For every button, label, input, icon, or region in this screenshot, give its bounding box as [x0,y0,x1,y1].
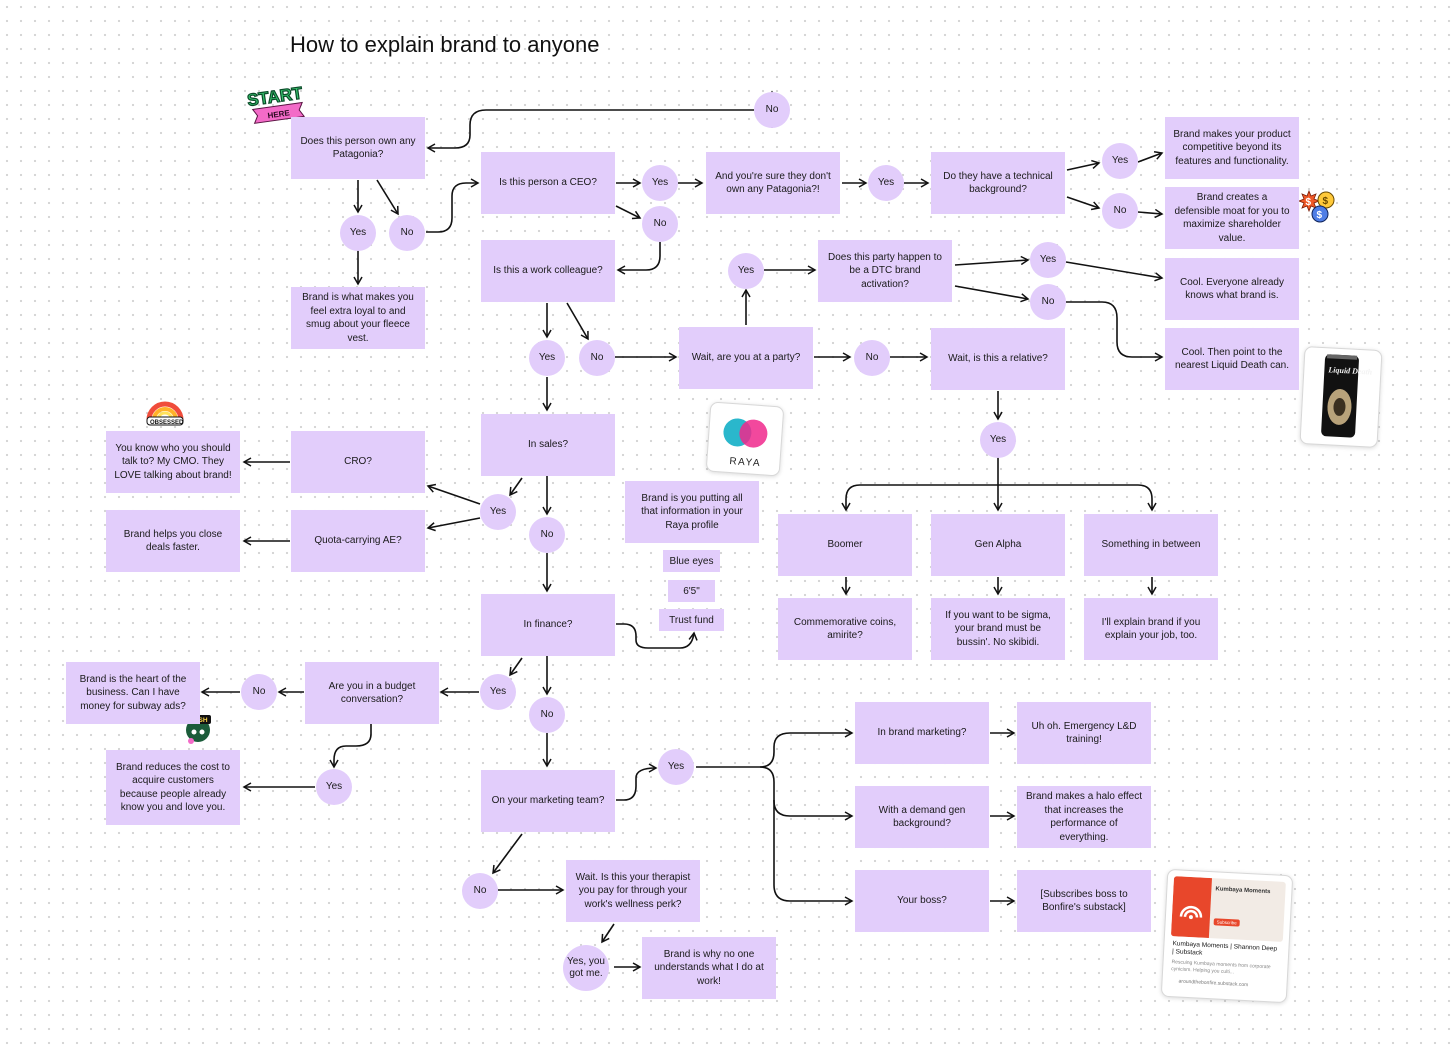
answer-no: No [462,873,498,909]
rainbow-icon: OBSESSED [146,401,184,426]
node-subscribes: [Subscribes boss to Bonfire's substack] [1017,870,1151,932]
node-cool-everyone: Cool. Everyone already knows what brand … [1165,258,1299,320]
node-coins: Commemorative coins, amirite? [778,598,912,660]
answer-no: No [1030,284,1066,320]
substack-subscribe-button[interactable]: Subscribe [1213,918,1240,927]
node-boss: Your boss? [855,870,989,932]
substack-logo-tile [1170,876,1213,939]
answer-yes: Yes [1102,143,1138,179]
node-raya-profile: Brand is you putting all that informatio… [625,481,759,543]
page-title: How to explain brand to anyone [290,32,600,57]
node-emergency: Uh oh. Emergency L&D training! [1017,702,1151,764]
node-budget: Are you in a budget conversation? [305,662,439,724]
svg-text:$: $ [1306,197,1312,208]
answer-no: No [529,517,565,553]
answer-no: No [642,206,678,242]
node-brand-moat: Brand creates a defensible moat for you … [1165,187,1299,249]
substack-card-title: Kumbaya Moments [1215,886,1271,896]
dollar-coins-icon: $ $ $ [1297,189,1335,223]
node-brand-loyal: Brand is what makes you feel extra loyal… [291,287,425,349]
substack-card-image: Kumbaya Moments Subscribe [1170,876,1286,942]
node-reduces-cost: Brand reduces the cost to acquire custom… [106,750,240,825]
node-quota: Quota-carrying AE? [291,510,425,572]
svg-text:OBSESSED: OBSESSED [150,420,184,426]
chip-blue-eyes: Blue eyes [663,550,720,572]
answer-yes: Yes [642,165,678,201]
node-close-deals: Brand helps you close deals faster. [106,510,240,572]
node-colleague: Is this a work colleague? [481,240,615,302]
node-cmo: You know who you should talk to? My CMO.… [106,431,240,493]
answer-yes: Yes [529,340,565,376]
node-ceo: Is this person a CEO? [481,152,615,214]
node-explain-job: I'll explain brand if you explain your j… [1084,598,1218,660]
substack-card-heading: Kumbaya Moments | Shannon Deep | Substac… [1171,940,1278,957]
substack-link-card[interactable]: Kumbaya Moments Subscribe Kumbaya Moment… [1160,868,1294,1004]
node-cool-liquid: Cool. Then point to the nearest Liquid D… [1165,328,1299,390]
node-brand-marketing: In brand marketing? [855,702,989,764]
answer-no: No [854,340,890,376]
node-between: Something in between [1084,514,1218,576]
answer-no: No [1102,193,1138,229]
answer-yes: Yes [980,422,1016,458]
node-sigma: If you want to be sigma, your brand must… [931,598,1065,660]
answer-yes: Yes [1030,242,1066,278]
answer-yes: Yes [868,165,904,201]
node-finance: In finance? [481,594,615,656]
node-sales: In sales? [481,414,615,476]
node-relative: Wait, is this a relative? [931,328,1065,390]
node-brand-product: Brand makes your product competitive bey… [1165,117,1299,179]
chip-height: 6'5" [668,580,715,602]
svg-text:Liquid Death: Liquid Death [1327,365,1373,376]
raya-logo-icon: RAYA [723,418,768,469]
liquid-death-can-icon: Liquid Death [1321,354,1373,438]
bonfire-logo-icon [1179,905,1203,920]
node-gen-alpha: Gen Alpha [931,514,1065,576]
substack-card-description: Rescuing Kumbaya moments from corporate … [1171,959,1271,975]
answer-yes: Yes [480,494,516,530]
raya-app-sticker: RAYA [705,401,785,477]
node-sure-patagonia: And you're sure they don't own any Patag… [706,152,840,214]
answer-no: No [241,674,277,710]
chip-trust-fund: Trust fund [659,609,724,631]
start-here-sticker: START HERE [244,80,310,126]
node-cro: CRO? [291,431,425,493]
answer-yes: Yes [340,215,376,251]
answer-yes: Yes [316,769,352,805]
substack-card-url: aroundthebonfire.substack.com [1178,978,1249,989]
answer-yes: Yes [480,674,516,710]
svg-text:$: $ [1323,196,1329,207]
start-here-icon: START HERE [245,83,306,124]
svg-text:RAYA: RAYA [729,456,761,469]
node-technical: Do they have a technical background? [931,152,1065,214]
node-no-one: Brand is why no one understands what I d… [642,937,776,999]
answer-yes-got-me: Yes, you got me. [563,945,609,991]
node-marketing-team: On your marketing team? [481,770,615,832]
node-halo: Brand makes a halo effect that increases… [1017,786,1151,848]
svg-text:$: $ [1317,210,1323,221]
node-therapist: Wait. Is this your therapist you pay for… [566,860,700,922]
liquid-death-can-sticker: Liquid Death [1299,346,1383,448]
answer-no: No [529,697,565,733]
answer-yes: Yes [658,749,694,785]
answer-yes: Yes [728,253,764,289]
node-party: Wait, are you at a party? [679,327,813,389]
answer-no: No [754,92,790,128]
node-dtc: Does this party happen to be a DTC brand… [818,240,952,302]
money-coins-sticker: $ $ $ [1297,188,1338,224]
node-demand-gen: With a demand gen background? [855,786,989,848]
obsessed-rainbow-sticker: OBSESSED [145,398,185,426]
answer-no: No [579,340,615,376]
svg-text:HERE: HERE [267,108,291,120]
node-boomer: Boomer [778,514,912,576]
answer-no: No [389,215,425,251]
node-patagonia: Does this person own any Patagonia? [291,117,425,179]
node-heart: Brand is the heart of the business. Can … [66,662,200,724]
